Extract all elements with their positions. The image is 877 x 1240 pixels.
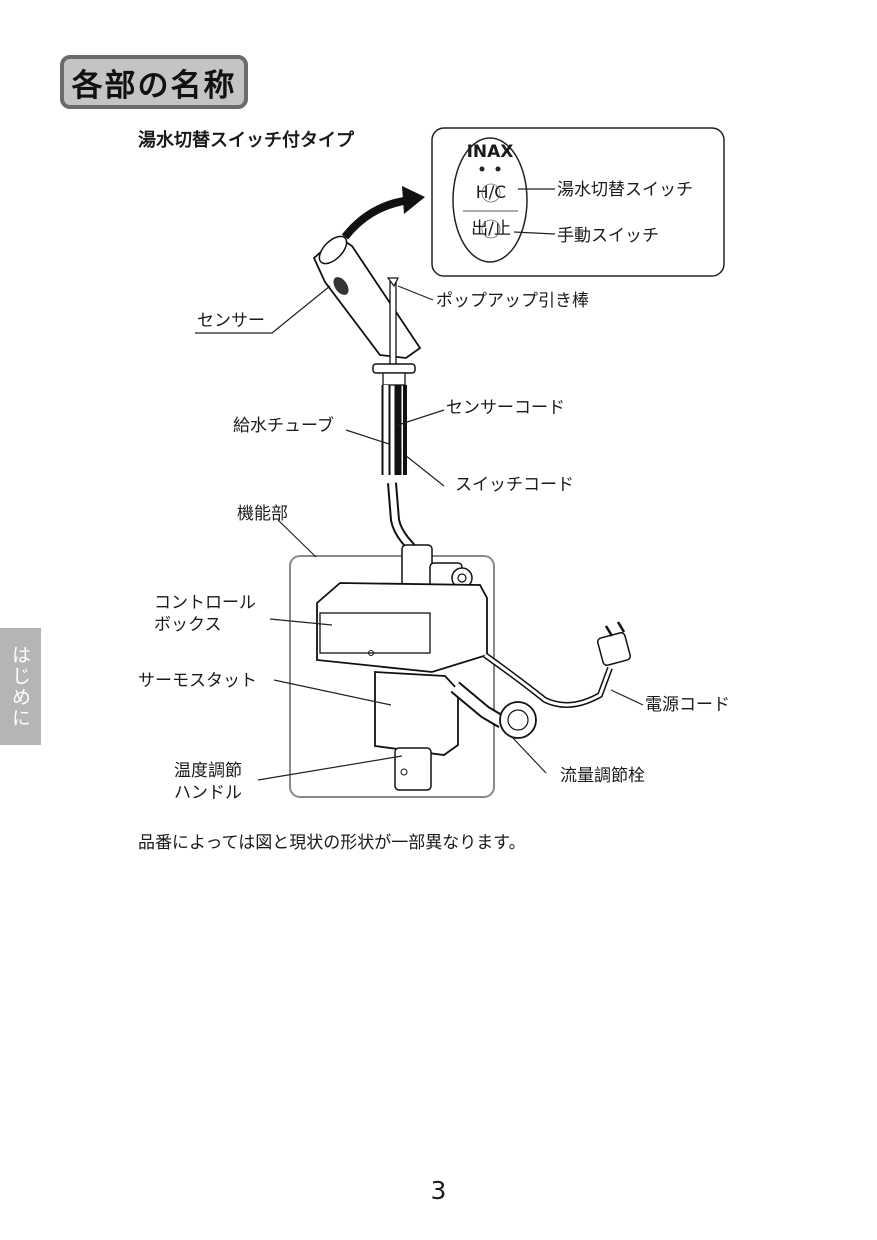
indicator-dot-1 — [479, 166, 485, 172]
brand-logo: INAX — [467, 142, 514, 162]
sensor-window — [333, 277, 349, 295]
model-type-subtitle: 湯水切替スイッチ付タイプ — [138, 130, 354, 151]
faucet-illustration — [312, 235, 422, 552]
label-power-cord: 電源コード — [645, 695, 730, 715]
label-supply-tube: 給水チューブ — [233, 415, 334, 436]
zoom-arrow — [341, 196, 411, 240]
hc-button-label: H/C — [476, 183, 506, 203]
function-unit-frame — [289, 555, 495, 798]
label-flow-valve: 流量調節栓 — [560, 766, 645, 786]
disclaimer-note: 品番によっては図と現状の形状が一部異なります。 — [138, 833, 526, 853]
label-popup-rod: ポップアップ引き棒 — [436, 291, 589, 311]
power-cord — [483, 621, 631, 708]
label-hc-switch: 湯水切替スイッチ — [557, 180, 693, 200]
label-control-box-2: ボックス — [154, 615, 222, 635]
indicator-dot-2 — [495, 166, 501, 172]
flow-valve — [450, 681, 537, 739]
page-number: 3 — [430, 1176, 447, 1205]
label-function-unit: 機能部 — [237, 504, 288, 524]
label-control-box-1: コントロール — [154, 593, 256, 613]
label-temp-handle-1: 温度調節 — [174, 761, 242, 781]
label-temp-handle-2: ハンドル — [174, 783, 242, 803]
control-box — [316, 582, 488, 673]
thermostat-body — [374, 671, 459, 791]
chapter-tab[interactable]: はじめに — [0, 628, 41, 745]
section-title: 各部の名称 — [60, 55, 248, 109]
label-switch-cord: スイッチコード — [455, 475, 574, 495]
label-sensor: センサー — [197, 311, 265, 331]
label-thermostat: サーモスタット — [138, 671, 257, 691]
valve-block — [401, 544, 473, 591]
label-sensor-cord: センサーコード — [446, 398, 565, 418]
switch-panel-callout — [431, 127, 725, 277]
label-manual-switch: 手動スイッチ — [557, 226, 659, 246]
switch-panel — [452, 137, 528, 263]
stop-button-label: 出/止 — [471, 219, 511, 239]
